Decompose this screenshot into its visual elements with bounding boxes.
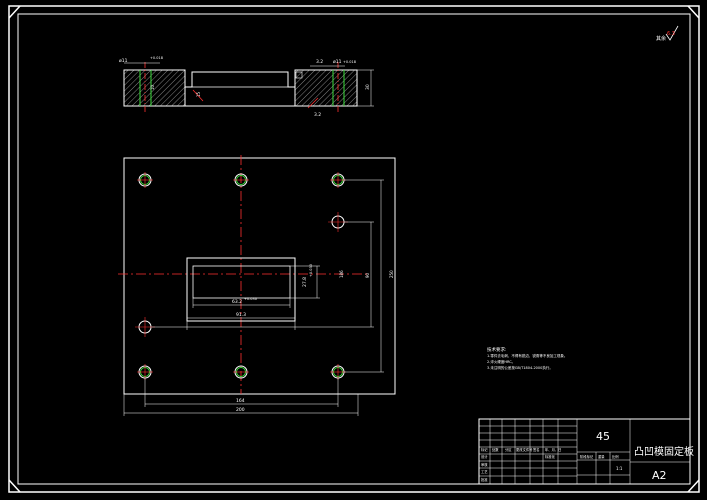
svg-text:标准化: 标准化 [545, 454, 556, 459]
svg-text:工艺: 工艺 [481, 469, 488, 474]
roughness-symbol: 其余 6.3 [656, 25, 679, 42]
svg-text:91.3: 91.3 [236, 312, 246, 318]
svg-text:45: 45 [596, 430, 610, 443]
svg-text:签名: 签名 [533, 447, 540, 452]
svg-text:2.淬火硬度HRC。: 2.淬火硬度HRC。 [487, 359, 515, 364]
technical-requirements: 技术要求: 1.零件去毛刺，不得有锐边、锐角等不良加工现象。 2.淬火硬度HRC… [487, 346, 567, 370]
svg-text:200: 200 [236, 407, 245, 413]
mounting-holes [138, 173, 345, 379]
svg-text:阶段标记: 阶段标记 [580, 454, 594, 459]
svg-text:250: 250 [389, 270, 394, 278]
svg-text:审核: 审核 [481, 462, 488, 467]
svg-text:批准: 批准 [481, 477, 488, 482]
svg-text:1:1: 1:1 [616, 466, 623, 471]
svg-text:63.2: 63.2 [232, 299, 242, 305]
svg-text:6.3: 6.3 [667, 31, 675, 37]
svg-text:30: 30 [365, 84, 371, 90]
svg-text:ø11: ø11 [333, 59, 342, 65]
svg-text:+0.018: +0.018 [150, 56, 163, 60]
svg-text:3.2: 3.2 [314, 112, 321, 118]
svg-text:27.8: 27.8 [302, 277, 308, 287]
svg-text:90: 90 [365, 272, 370, 278]
svg-text:设计: 设计 [481, 454, 488, 459]
svg-text:重量: 重量 [598, 454, 605, 459]
section-view: ø11 +0.018 10 15 3.2 ø11 +0.018 30 3.2 [119, 56, 374, 118]
svg-text:其余: 其余 [656, 35, 666, 42]
svg-text:10: 10 [150, 84, 155, 90]
svg-text:凸凹模固定板: 凸凹模固定板 [634, 445, 694, 458]
svg-text:ø11: ø11 [119, 58, 128, 64]
outer-border [8, 5, 700, 493]
svg-text:3.2: 3.2 [316, 59, 323, 65]
inner-border [17, 13, 691, 485]
svg-text:标记: 标记 [481, 447, 488, 452]
svg-text:分区: 分区 [505, 447, 512, 452]
svg-text:3.未注明的公差按GB/T1804-2000执行。: 3.未注明的公差按GB/T1804-2000执行。 [487, 365, 553, 370]
svg-text:更改文件号: 更改文件号 [516, 447, 533, 452]
title-block: 标记 处数 分区 更改文件号 签名 年、月、日 设计 审核 工艺 批准 标准化 … [478, 418, 694, 485]
svg-text:技术要求:: 技术要求: [487, 346, 507, 353]
svg-text:+0.018: +0.018 [343, 60, 356, 64]
svg-text:年、月、日: 年、月、日 [545, 447, 561, 452]
plan-view: 63.2 +0.030 91.3 27.8 +0.030 [118, 155, 396, 416]
svg-text:A2: A2 [652, 469, 667, 482]
svg-text:+0.030: +0.030 [244, 297, 257, 301]
svg-text:1.零件去毛刺，不得有锐边、锐角等不良加工现象。: 1.零件去毛刺，不得有锐边、锐角等不良加工现象。 [487, 353, 567, 358]
svg-text:+0.030: +0.030 [309, 264, 313, 277]
svg-text:处数: 处数 [492, 447, 499, 452]
svg-text:15: 15 [196, 91, 201, 97]
svg-text:186: 186 [339, 270, 344, 278]
svg-text:比例: 比例 [612, 454, 619, 459]
svg-text:164: 164 [236, 398, 245, 404]
corner-marks [8, 5, 700, 493]
